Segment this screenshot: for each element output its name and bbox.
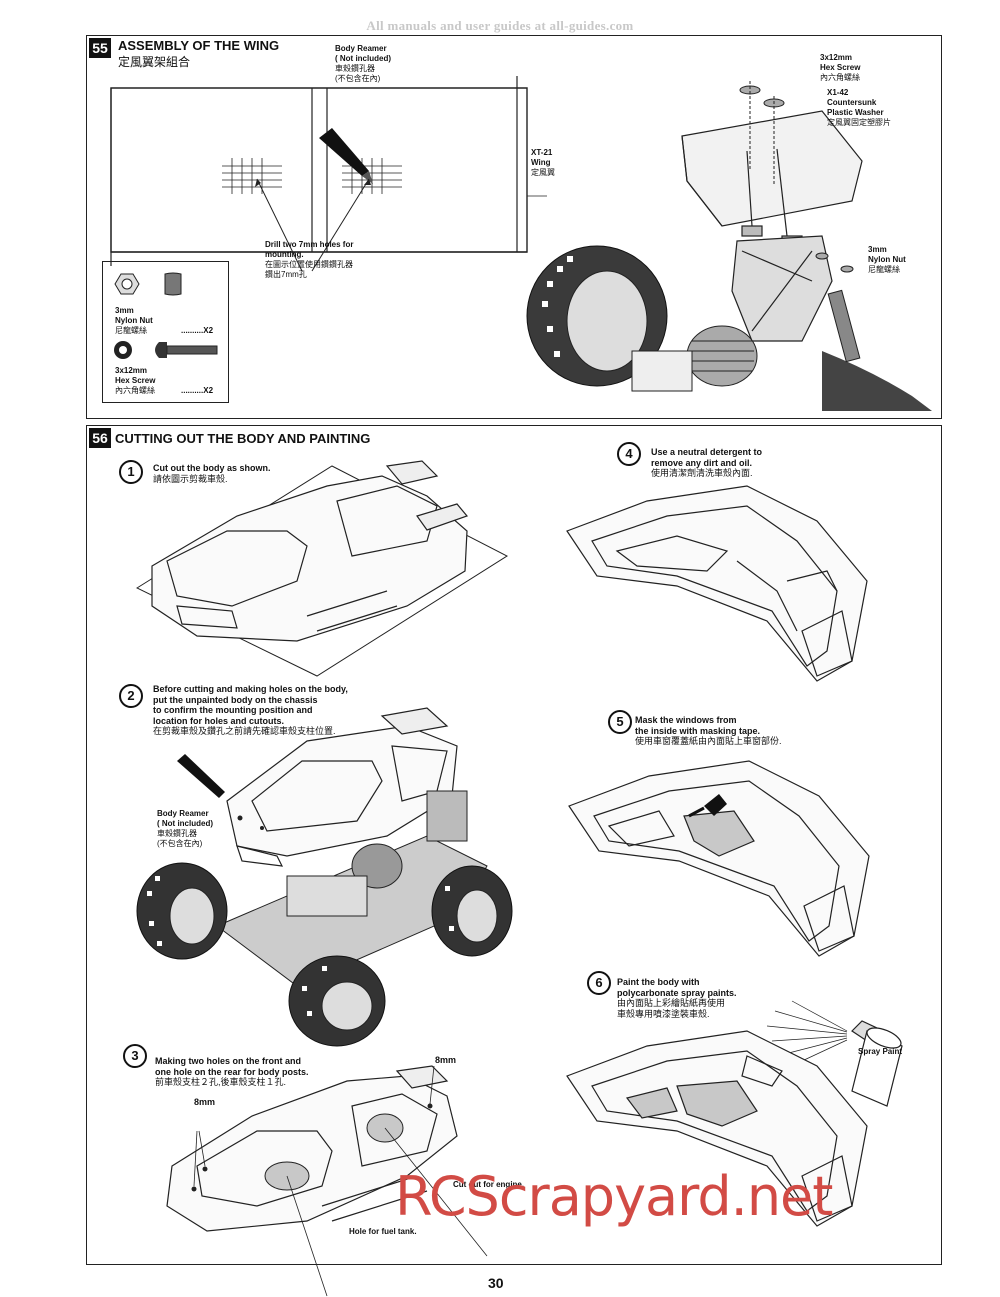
instruction-2-text: Before cutting and making holes on the b… bbox=[153, 684, 348, 736]
nylon-nut-icon bbox=[114, 272, 182, 296]
instruction-4-number: 4 bbox=[617, 442, 641, 466]
step-55-title-cn: 定風翼架組合 bbox=[118, 55, 191, 69]
instruction-3-number: 3 bbox=[123, 1044, 147, 1068]
box-nut-label: 3mm Nylon Nut 尼龍螺絲 bbox=[115, 306, 153, 335]
step-55-title: ASSEMBLY OF THE WING bbox=[118, 38, 280, 53]
hex-screw-label: 3x12mm Hex Screw 內六角螺絲 bbox=[820, 53, 861, 82]
body-reamer-label: Body Reamer ( Not included) 車殼鑽孔器 (不包含在內… bbox=[335, 44, 391, 83]
instruction-1-number: 1 bbox=[119, 460, 143, 484]
body-reamer-2-label: Body Reamer ( Not included) 車殼鑽孔器 (不包含在內… bbox=[157, 809, 213, 848]
wing-diagram bbox=[110, 76, 547, 272]
truck-wing-illustration bbox=[526, 81, 932, 411]
hex-screw-icon bbox=[114, 341, 218, 359]
site-watermark: RCScrapyard.net bbox=[395, 1165, 833, 1228]
step-56-panel: 56 CUTTING OUT THE BODY AND PAINTING 1 C… bbox=[86, 425, 942, 1297]
drill-note-label: Drill two 7mm holes for mounting. 在圖示位置使… bbox=[265, 240, 354, 279]
fuel-tank-hole-label: Hole for fuel tank. bbox=[349, 1227, 417, 1236]
parts-box: 3mm Nylon Nut 尼龍螺絲 ..........X2 3x12mm H… bbox=[102, 261, 229, 403]
body-holes-illustration bbox=[166, 1065, 488, 1297]
body-cutout-illustration bbox=[135, 460, 509, 677]
cutout-engine-label: Cut out for engine. bbox=[453, 1180, 525, 1189]
instruction-1-text: Cut out the body as shown. 請依圖示剪裁車殼. bbox=[153, 463, 271, 484]
instruction-6-text: Paint the body with polycarbonate spray … bbox=[617, 977, 737, 1019]
instruction-6-number: 6 bbox=[587, 971, 611, 995]
page-header-watermark: All manuals and user guides at all-guide… bbox=[366, 18, 634, 33]
instruction-4-text: Use a neutral detergent to remove any di… bbox=[651, 447, 763, 478]
body-mask-illustration bbox=[568, 760, 870, 957]
spray-paint-label: Spray Paint bbox=[858, 1047, 903, 1056]
chassis-fit-illustration bbox=[136, 707, 513, 1047]
step-56-number: 56 bbox=[89, 428, 111, 448]
box-nut-qty: ..........X2 bbox=[181, 326, 214, 335]
wing-label: XT-21 Wing 定風翼 bbox=[531, 148, 555, 177]
step-55-panel: 55 ASSEMBLY OF THE WING 定風翼架組合 Body Ream… bbox=[86, 35, 942, 419]
instruction-3-text: Making two holes on the front and one ho… bbox=[155, 1056, 309, 1087]
page-number: 30 bbox=[488, 1275, 504, 1291]
hole-8mm-front: 8mm bbox=[194, 1097, 216, 1107]
hole-8mm-rear: 8mm bbox=[435, 1055, 457, 1065]
instruction-5-text: Mask the windows from the inside with ma… bbox=[635, 715, 782, 746]
instruction-2-number: 2 bbox=[119, 684, 143, 708]
body-clean-illustration bbox=[566, 485, 868, 682]
box-screw-qty: ..........X2 bbox=[181, 386, 214, 395]
step-56-title: CUTTING OUT THE BODY AND PAINTING bbox=[115, 431, 371, 446]
step-55-number: 55 bbox=[89, 38, 111, 58]
box-screw-label: 3x12mm Hex Screw 內六角螺絲 bbox=[115, 366, 156, 395]
body-paint-illustration bbox=[566, 1030, 868, 1227]
instruction-5-number: 5 bbox=[608, 710, 632, 734]
washer-label: X1-42 Countersunk Plastic Washer 定風翼固定塑膠… bbox=[827, 88, 891, 127]
nylon-nut-label: 3mm Nylon Nut 尼龍螺絲 bbox=[868, 245, 906, 274]
